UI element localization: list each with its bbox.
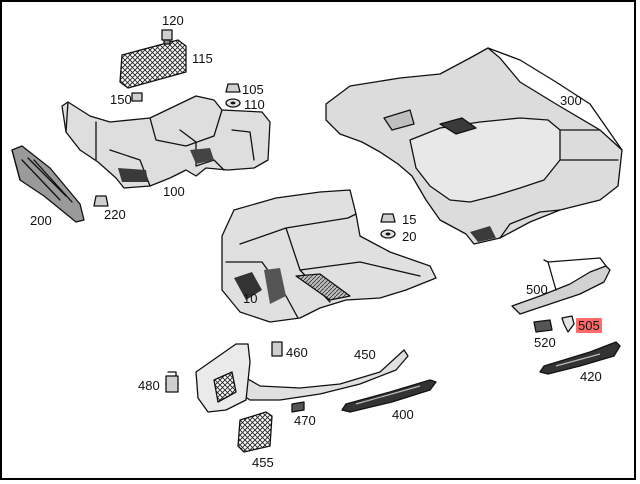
front-carpet-100 — [61, 95, 271, 189]
callout-500[interactable]: 500 — [526, 282, 548, 297]
rear-carpet-300 — [325, 47, 623, 245]
callout-505[interactable]: 505 — [576, 318, 602, 333]
grommet-110 — [225, 98, 241, 108]
callout-115[interactable]: 115 — [192, 51, 213, 66]
callout-20[interactable]: 20 — [402, 229, 417, 244]
clip-105 — [225, 83, 241, 93]
sill-plate-400 — [341, 379, 437, 413]
callout-480[interactable]: 480 — [138, 378, 160, 393]
callout-100[interactable]: 100 — [163, 184, 185, 199]
clip-470 — [291, 401, 305, 413]
callout-120[interactable]: 120 — [162, 13, 184, 28]
trunk-liner-10 — [221, 189, 437, 323]
sill-plate-420 — [539, 341, 621, 375]
callout-105[interactable]: 105 — [242, 82, 264, 97]
clip-460 — [271, 341, 283, 357]
clip-15 — [380, 213, 396, 223]
callout-520[interactable]: 520 — [534, 335, 556, 350]
clip-120 — [161, 29, 173, 45]
callout-200[interactable]: 200 — [30, 213, 52, 228]
clip-480 — [165, 371, 179, 393]
callout-470[interactable]: 470 — [294, 413, 316, 428]
callout-150[interactable]: 150 — [110, 92, 132, 107]
callout-400[interactable]: 400 — [392, 407, 414, 422]
clip-220 — [93, 195, 109, 207]
grommet-20 — [380, 229, 396, 239]
callout-420[interactable]: 420 — [580, 369, 602, 384]
bracket-panel-200 — [11, 145, 85, 223]
callout-300[interactable]: 300 — [560, 93, 582, 108]
callout-10[interactable]: 10 — [243, 291, 258, 306]
callout-220[interactable]: 220 — [104, 207, 126, 222]
clip-150 — [131, 92, 143, 102]
mesh-panel-455 — [237, 411, 273, 453]
callout-15[interactable]: 15 — [402, 212, 417, 227]
callout-110[interactable]: 110 — [244, 97, 265, 112]
clip-520 — [533, 319, 553, 333]
callout-460[interactable]: 460 — [286, 345, 308, 360]
mesh-panel-115 — [119, 39, 187, 89]
sill-trim-500 — [511, 257, 611, 315]
sill-trim-450 — [231, 349, 409, 401]
callout-450[interactable]: 450 — [354, 347, 376, 362]
mesh-panel-upper — [195, 343, 251, 413]
callout-455[interactable]: 455 — [252, 455, 274, 470]
clip-505 — [561, 315, 575, 333]
